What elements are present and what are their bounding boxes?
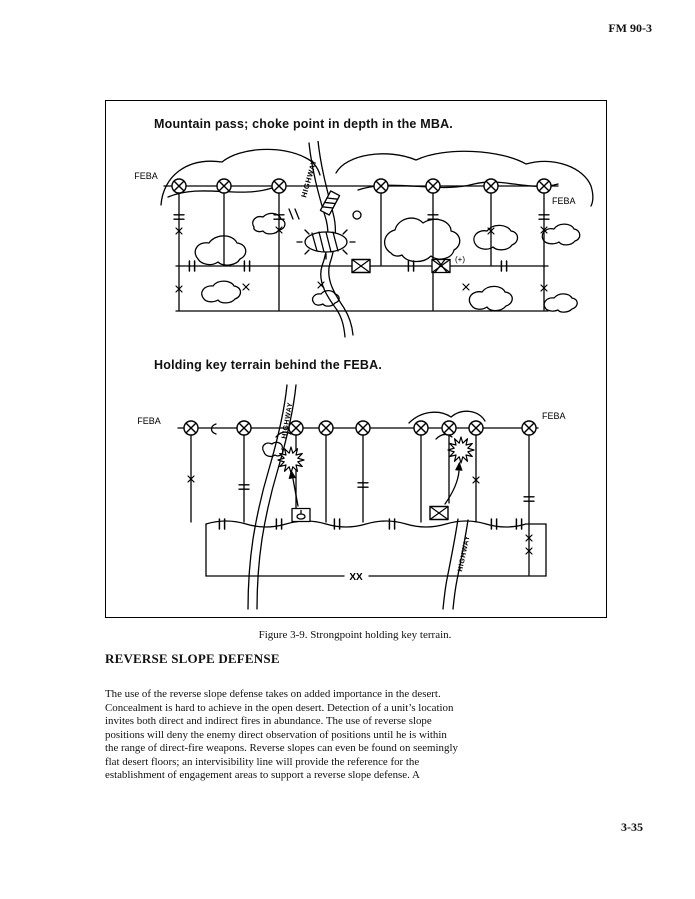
- mech-unit-symbol-reinforced: [431, 258, 451, 274]
- weapon-unit-symbol: [291, 507, 311, 523]
- counterattack-arrow-left: [292, 478, 299, 507]
- echelon-ticks: [238, 482, 535, 502]
- terrain-features: [194, 212, 581, 313]
- sketch-marks: [288, 208, 362, 220]
- body-line: invites both direct and indirect fires i…: [105, 715, 432, 727]
- body-line: positions will deny the enemy direct obs…: [105, 728, 447, 741]
- document-header: FM 90-3: [608, 21, 652, 35]
- terrain-contours: [210, 410, 486, 458]
- feba-label-left: FEBA: [137, 416, 161, 426]
- diagram2-title: Holding key terrain behind the FEBA.: [154, 358, 383, 372]
- reinforced-label: (+): [455, 255, 465, 264]
- highway-road-right: [442, 518, 469, 610]
- strongpoint-burst-symbol: [447, 436, 475, 464]
- terrain-ridge-contours: [160, 148, 594, 207]
- section-heading: REVERSE SLOPE DEFENSE: [105, 651, 280, 666]
- mech-unit-symbol: [429, 505, 449, 521]
- figure-box: Mountain pass; choke point in depth in t…: [105, 100, 607, 618]
- arrowhead: [288, 469, 297, 480]
- rear-boundary: [205, 523, 547, 577]
- diagram2-labels: FEBA FEBA HIGHWAY HIGHWAY XX: [137, 402, 565, 583]
- highway-label-right: HIGHWAY: [457, 535, 472, 573]
- feba-label-right: FEBA: [552, 196, 576, 206]
- roadblock-symbol: [319, 190, 341, 216]
- feba-unit-symbols: [183, 420, 537, 436]
- diagram1-tactical-sketch: FEBA FEBA HIGHWAY (+): [134, 141, 594, 338]
- body-paragraph: The use of the reverse slope defense tak…: [105, 688, 458, 783]
- boundary-lines: [178, 192, 545, 311]
- counterattack-arrow-right: [444, 470, 460, 505]
- strongpoint-burst-symbol: [277, 446, 305, 474]
- body-line: the range of direct-fire weapons. Revers…: [105, 742, 458, 754]
- strongpoint-symbol: [296, 229, 356, 260]
- body-line: The use of the reverse slope defense tak…: [105, 688, 441, 700]
- feba-label-right: FEBA: [542, 411, 566, 421]
- diagram2-tactical-sketch: FEBA FEBA HIGHWAY HIGHWAY XX: [137, 384, 566, 610]
- highway-label: HIGHWAY: [299, 158, 319, 198]
- corps-boundary-label: XX: [349, 572, 363, 583]
- figure-caption: Figure 3-9. Strongpoint holding key terr…: [258, 629, 452, 641]
- rear-trace-line: [205, 520, 547, 528]
- boundary-lines: [190, 434, 530, 576]
- body-line: flat desert floors; an intervisibility l…: [105, 755, 420, 768]
- mech-unit-symbol: [351, 258, 371, 274]
- highway-road: [308, 141, 354, 338]
- arrowhead: [455, 461, 463, 471]
- page-number: 3-35: [621, 820, 643, 834]
- body-line: establishment of engagement areas to sup…: [105, 769, 420, 781]
- body-line: Concealment is hard to achieve in the op…: [105, 701, 454, 714]
- feba-label-left: FEBA: [134, 171, 158, 181]
- diagram1-title: Mountain pass; choke point in depth in t…: [154, 117, 453, 131]
